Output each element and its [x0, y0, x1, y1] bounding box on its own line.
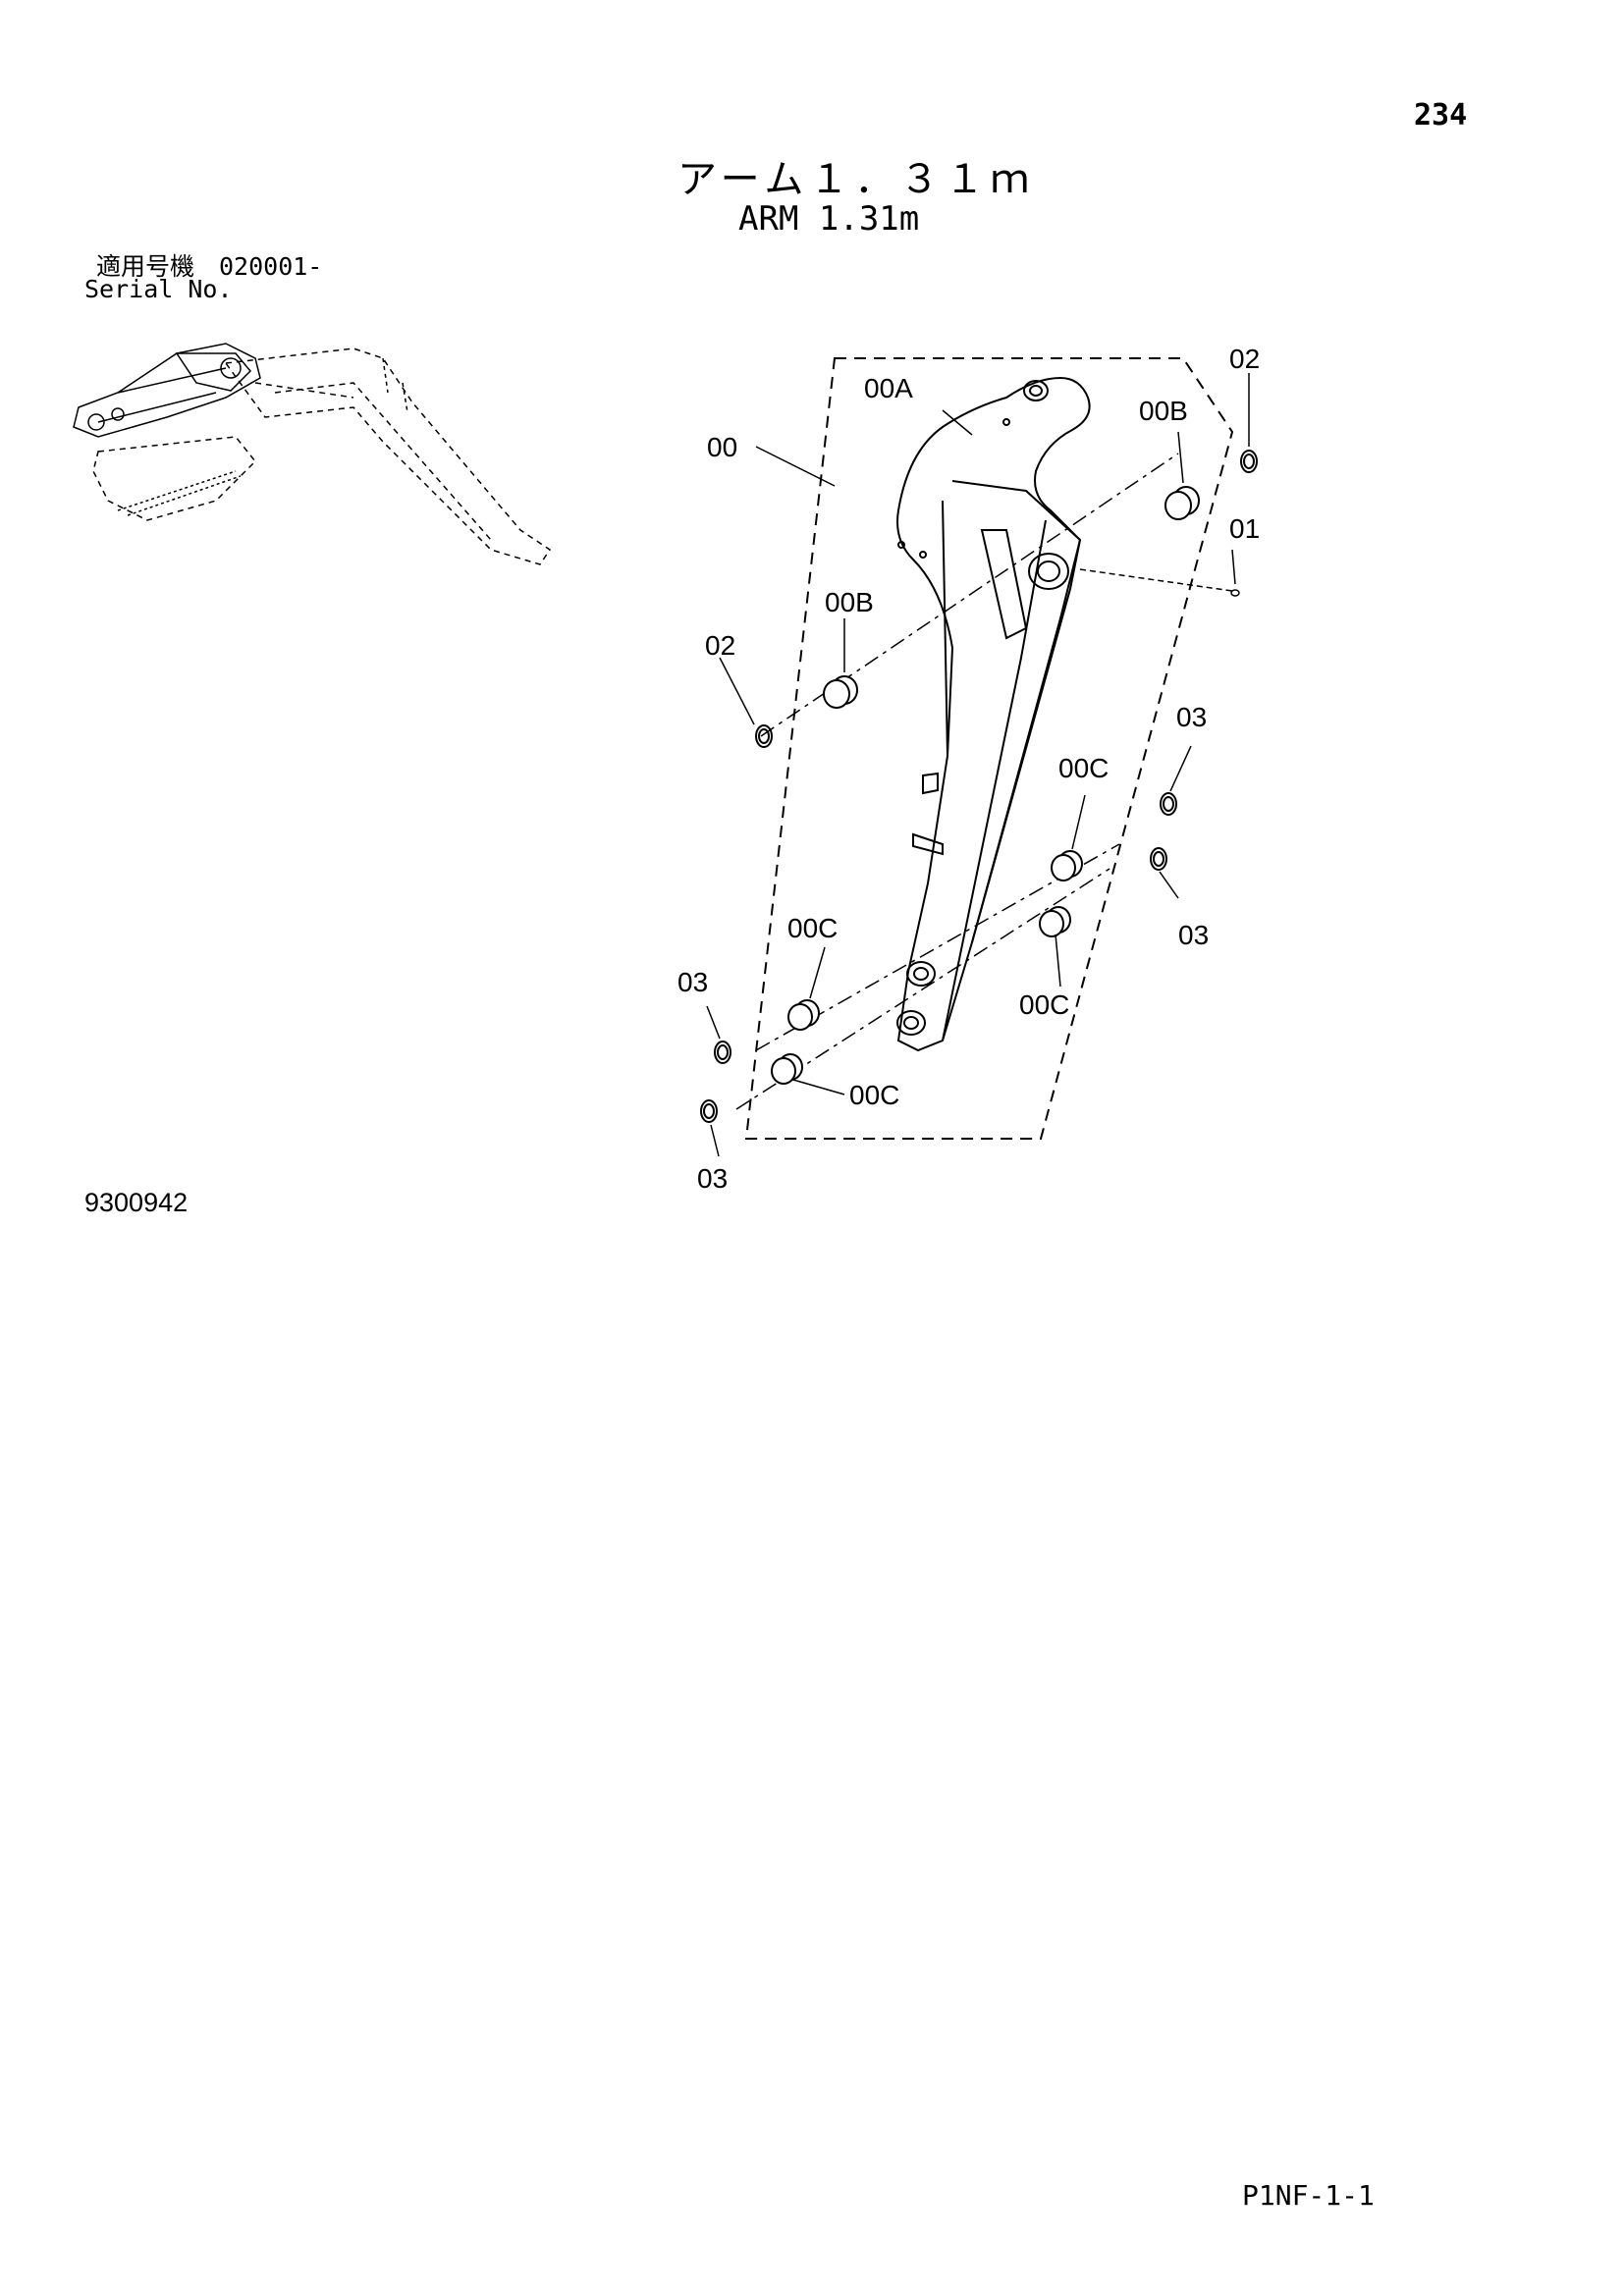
callout-02-left: 02 — [705, 630, 735, 661]
callout-00C-left: 00C — [787, 913, 838, 943]
callout-03-left-mid: 03 — [677, 967, 708, 997]
callout-00C-bottom: 00C — [849, 1080, 899, 1110]
callout-02-top: 02 — [1229, 344, 1260, 374]
callout-03-bottom: 03 — [697, 1163, 728, 1194]
callout-00C-right-top: 00C — [1058, 753, 1109, 783]
grease-fitting-01 — [1079, 568, 1240, 597]
callout-00: 00 — [707, 432, 737, 462]
page-number: 234 — [1414, 98, 1468, 133]
callout-00C-right-bottom: 00C — [1019, 989, 1069, 1020]
arm-exploded-diagram: 00 00A 00B 00B 02 02 01 03 03 03 03 00C … — [677, 344, 1260, 1194]
callout-00A: 00A — [864, 373, 913, 403]
title-japanese: アーム１．３１ｍ — [677, 158, 1036, 201]
excavator-overview-drawing — [73, 343, 552, 565]
arm-body — [896, 376, 1091, 1052]
serial-label-english: Serial No. — [84, 275, 233, 303]
seal-rings — [700, 450, 1258, 1123]
bushing-00B — [823, 486, 1200, 709]
leader-lines — [706, 373, 1250, 1157]
title-english: ARM 1.31m — [738, 199, 920, 239]
callout-00B-left: 00B — [825, 587, 874, 617]
drawing-code: 9300942 — [84, 1188, 189, 1217]
assembly-boundary — [744, 357, 1234, 1140]
serial-label-japanese: 適用号機 020001- — [96, 252, 323, 281]
footer-code: P1NF-1-1 — [1242, 2179, 1375, 2212]
callout-03-right-top: 03 — [1176, 702, 1207, 732]
callout-00B-top: 00B — [1139, 396, 1188, 426]
bushing-00C — [771, 850, 1083, 1085]
callout-01: 01 — [1229, 513, 1260, 544]
callout-03-right-mid: 03 — [1178, 920, 1209, 950]
